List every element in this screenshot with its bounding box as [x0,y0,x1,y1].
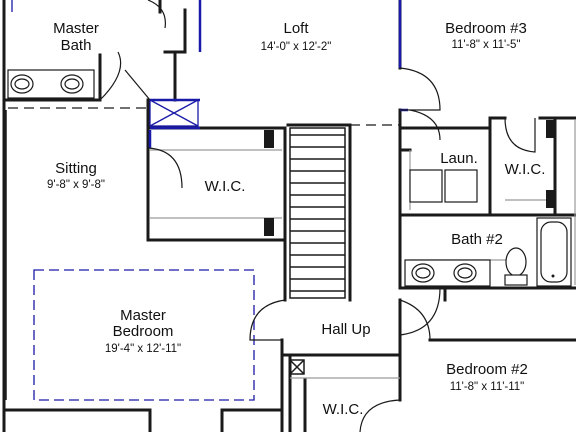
bathtub-icon [536,217,572,287]
stairs-icon [286,123,352,299]
loft-dims: 14'-0" x 12'-2" [261,41,332,53]
wic-bed2-label: W.I.C. [323,401,364,418]
doors [99,0,536,432]
sink-icon [60,74,84,94]
washer-icon [409,169,443,203]
dryer-icon [444,169,478,203]
master-bath-label-1: Master [53,20,99,37]
laundry-label: Laun. [440,150,478,167]
fixtures [7,69,572,375]
bedroom2-dims: 11'-8" x 11'-11" [450,381,525,393]
room-labels: Master Bath Loft 14'-0" x 12'-2" Bedroom… [47,20,545,418]
bedroom3-label: Bedroom #3 [445,20,527,37]
master-bath-label-2: Bath [61,37,92,54]
sitting-label: Sitting [55,160,97,177]
master-bedroom-label-2: Bedroom [113,323,174,340]
master-bedroom-label-1: Master [120,307,166,324]
sitting-dims: 9'-8" x 9'-8" [47,179,105,191]
wic-bed3-label: W.I.C. [505,161,546,178]
sink-icon [411,263,435,283]
wic-master-label: W.I.C. [205,178,246,195]
dashed-lines [8,107,400,401]
toilet-icon [504,247,528,286]
sink-icon [10,74,34,94]
master-bedroom-dims: 19'-4" x 12'-11" [105,343,181,355]
loft-label: Loft [283,20,309,37]
bedroom3-dims: 11'-8" x 11'-5" [451,39,520,51]
bedroom2-label: Bedroom #2 [446,361,528,378]
sink-icon [453,263,477,283]
bath2-label: Bath #2 [451,231,503,248]
hall-label: Hall Up [321,321,370,338]
